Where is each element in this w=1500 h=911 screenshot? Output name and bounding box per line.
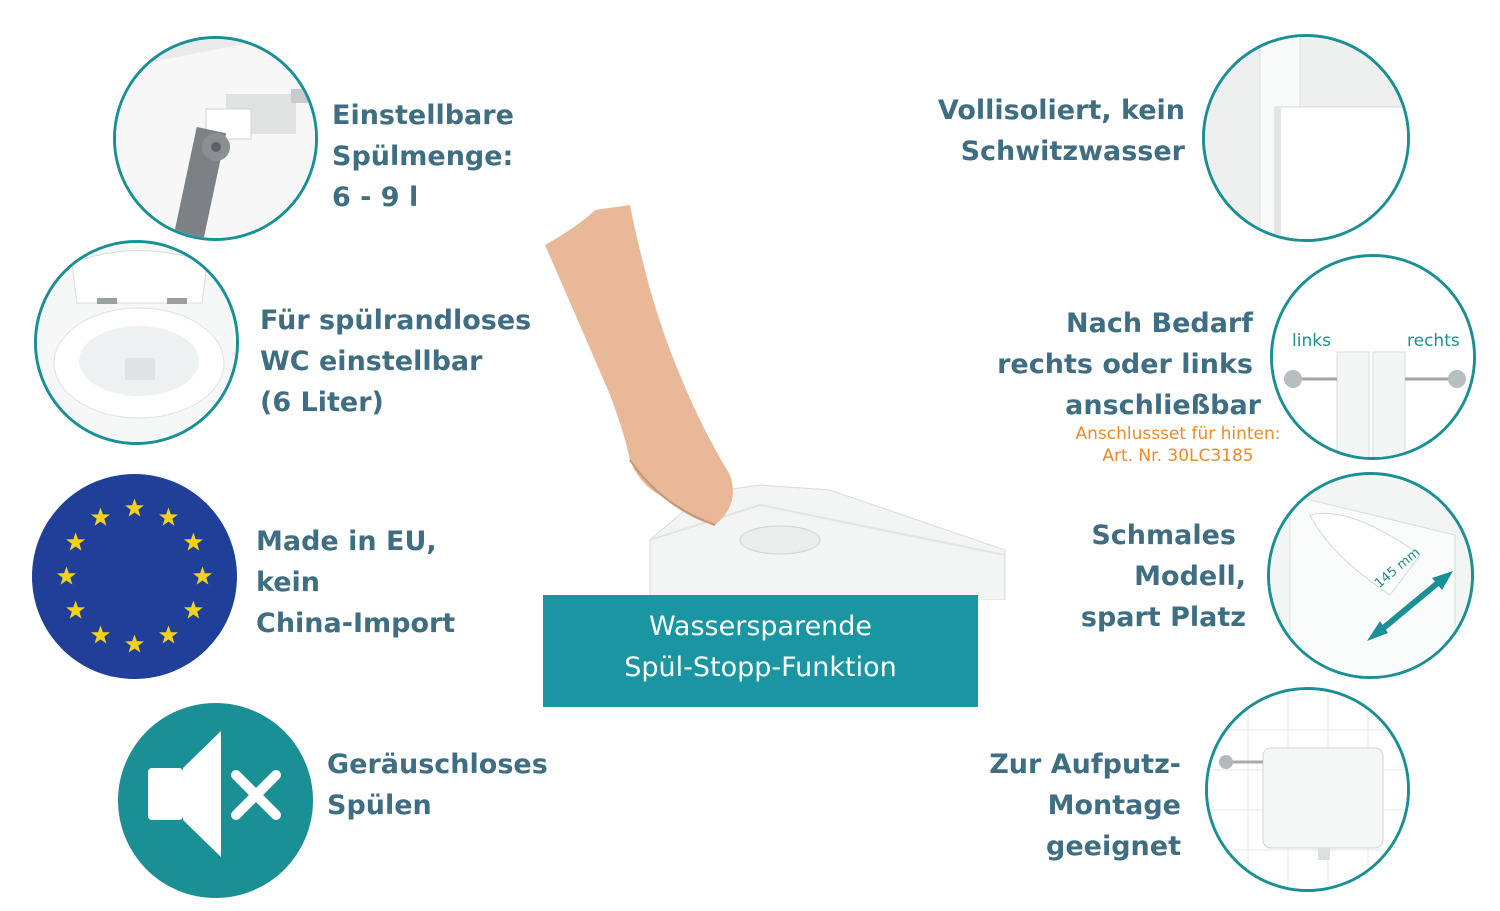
speaker-mute-icon bbox=[118, 703, 313, 898]
surface-mount-line: geeignet bbox=[1046, 831, 1181, 862]
slim-label: Schmales Modell, spart Platz bbox=[1081, 515, 1246, 638]
eu-star-icon bbox=[159, 625, 178, 644]
eu-star-icon bbox=[91, 625, 110, 644]
eu-star-icon bbox=[183, 532, 203, 551]
eu-star-icon bbox=[57, 566, 76, 585]
flush-volume-line: Einstellbare bbox=[332, 100, 514, 131]
connection-tag-right: rechts bbox=[1407, 331, 1460, 351]
rimless-line: (6 Liter) bbox=[260, 387, 384, 418]
wall-cistern-photo bbox=[1205, 687, 1410, 892]
connection-note-line: Art. Nr. 30LC3185 bbox=[1102, 446, 1254, 466]
flush-volume-line: 6 - 9 l bbox=[332, 182, 419, 213]
spuel-stopp-banner: Wassersparende Spül-Stopp-Funktion bbox=[543, 595, 978, 707]
connection-tag-left: links bbox=[1292, 331, 1331, 351]
made-in-eu-line: kein bbox=[256, 567, 321, 598]
slim-cistern-photo bbox=[1267, 472, 1474, 679]
connection-line: Nach Bedarf bbox=[1066, 308, 1253, 339]
eu-star-icon bbox=[66, 532, 86, 551]
eu-star-icon bbox=[91, 507, 110, 526]
rimless-label: Für spülrandloses WC einstellbar (6 Lite… bbox=[260, 300, 531, 423]
insulated-line: Vollisoliert, kein bbox=[937, 95, 1185, 126]
rimless-wc-photo bbox=[34, 240, 239, 445]
surface-mount-label: Zur Aufputz- Montage geeignet bbox=[989, 744, 1181, 867]
slim-line: Modell, bbox=[1134, 561, 1246, 592]
insulated-label: Vollisoliert, kein Schwitzwasser bbox=[938, 90, 1185, 172]
cistern-valve-photo bbox=[113, 36, 318, 241]
eu-star-icon bbox=[183, 600, 203, 619]
slim-line: Schmales bbox=[1091, 520, 1236, 551]
eu-star-icon bbox=[125, 634, 144, 653]
eu-star-icon bbox=[193, 566, 212, 585]
eu-star-icon bbox=[125, 498, 144, 517]
connection-photo bbox=[1270, 254, 1476, 460]
hand-pressing-cistern-photo bbox=[540, 205, 1010, 600]
rimless-line: Für spülrandloses bbox=[260, 305, 532, 336]
connection-line: rechts oder links bbox=[997, 349, 1253, 380]
flush-volume-line: Spülmenge: bbox=[332, 141, 514, 172]
silent-label: Geräuschloses Spülen bbox=[327, 744, 548, 826]
insulated-line: Schwitzwasser bbox=[960, 136, 1185, 167]
rimless-line: WC einstellbar bbox=[260, 346, 483, 377]
connection-note: Anschlussset für hinten: Art. Nr. 30LC31… bbox=[1062, 423, 1294, 467]
made-in-eu-line: China-Import bbox=[256, 608, 456, 639]
eu-flag-icon bbox=[32, 474, 237, 679]
surface-mount-line: Montage bbox=[1047, 790, 1181, 821]
banner-line: Wassersparende bbox=[648, 611, 873, 642]
surface-mount-line: Zur Aufputz- bbox=[989, 749, 1181, 780]
silent-line: Geräuschloses bbox=[327, 749, 548, 780]
slim-line: spart Platz bbox=[1080, 602, 1246, 633]
connection-label: Nach Bedarf rechts oder links anschließb… bbox=[997, 303, 1261, 426]
flush-volume-label: Einstellbare Spülmenge: 6 - 9 l bbox=[332, 95, 514, 218]
banner-line: Spül-Stopp-Funktion bbox=[624, 652, 897, 683]
made-in-eu-line: Made in EU, bbox=[256, 526, 437, 557]
connection-note-line: Anschlussset für hinten: bbox=[1075, 424, 1281, 444]
silent-line: Spülen bbox=[327, 790, 432, 821]
connection-line: anschließbar bbox=[1065, 390, 1261, 421]
insulated-panel-photo bbox=[1202, 34, 1410, 242]
eu-star-icon bbox=[66, 600, 86, 619]
eu-star-icon bbox=[159, 507, 178, 526]
made-in-eu-label: Made in EU, kein China-Import bbox=[256, 521, 455, 644]
